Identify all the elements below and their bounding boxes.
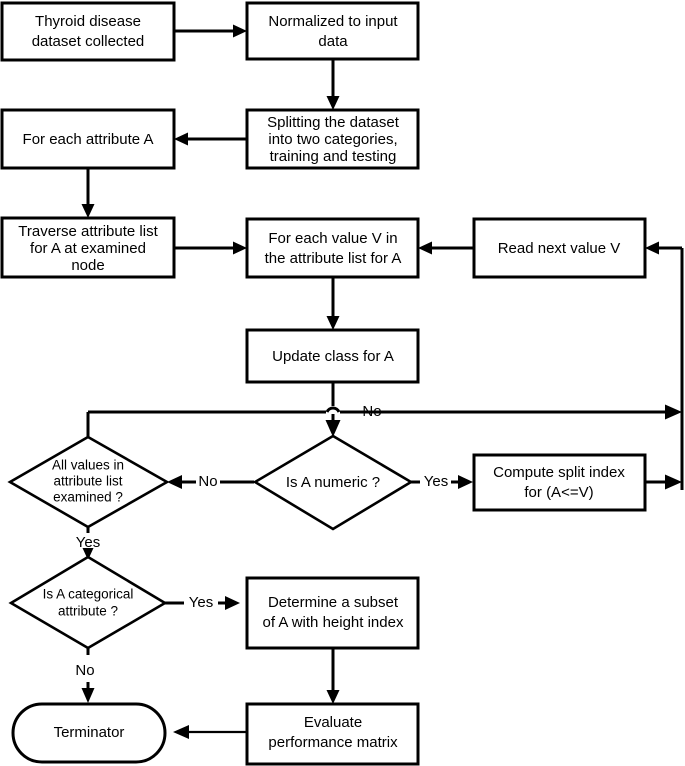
node-terminator[interactable]: Terminator	[11, 702, 167, 764]
node-thyroid-dataset-line1: Thyroid disease	[35, 13, 141, 30]
node-evaluate-performance-box[interactable]	[245, 702, 420, 766]
node-update-class[interactable]: Update class for A	[245, 328, 420, 384]
edge-traverse-to-for-each-value	[174, 241, 247, 255]
node-is-a-numeric-line1: Is A numeric ?	[286, 474, 380, 491]
node-is-a-categorical[interactable]: Is A categorical attribute ?	[8, 555, 168, 650]
node-evaluate-performance-line2: performance matrix	[268, 734, 398, 751]
edge-numeric-yes-to-compute: Yes	[411, 473, 473, 490]
node-normalized-input[interactable]: Normalized to input data	[245, 1, 420, 61]
node-is-a-numeric[interactable]: Is A numeric ?	[252, 434, 414, 531]
edge-categorical-yes-to-determine: Yes	[165, 594, 240, 611]
node-read-next-value[interactable]: Read next value V	[472, 217, 647, 279]
node-splitting-dataset-line1: Splitting the dataset	[267, 114, 400, 131]
node-traverse-line3: node	[71, 257, 104, 274]
node-splitting-dataset[interactable]: Splitting the dataset into two categorie…	[245, 108, 420, 170]
node-compute-split-index-line1: Compute split index	[493, 464, 625, 481]
edge-read-next-to-for-each-value	[418, 241, 473, 255]
edge-return-rail-to-read-next	[645, 241, 684, 490]
node-for-each-attribute[interactable]: For each attribute A	[0, 108, 176, 170]
node-update-class-box[interactable]	[245, 328, 420, 384]
node-normalized-input-line1: Normalized to input	[268, 13, 398, 30]
node-splitting-dataset-line2: into two categories,	[268, 131, 397, 148]
node-traverse-line2: for A at examined	[30, 240, 146, 257]
edge-for-each-value-to-update-class	[326, 277, 340, 330]
edge-categorical-no-to-terminator: No	[75, 648, 95, 703]
edge-normalized-to-splitting	[326, 59, 340, 110]
node-determine-subset[interactable]: Determine a subset of A with height inde…	[245, 576, 420, 650]
node-update-class-line1: Update class for A	[272, 348, 394, 365]
node-is-a-categorical-diamond[interactable]	[8, 555, 168, 650]
node-for-each-value-line2: the attribute list for A	[265, 250, 402, 267]
edge-evaluate-to-terminator	[173, 725, 247, 739]
node-thyroid-dataset-box[interactable]	[0, 1, 176, 62]
node-traverse-line1: Traverse attribute list	[18, 223, 158, 240]
node-determine-subset-line2: of A with height index	[263, 614, 404, 631]
node-thyroid-dataset[interactable]: Thyroid disease dataset collected	[0, 1, 176, 62]
node-all-values-examined[interactable]: All values in attribute list examined ?	[7, 435, 170, 529]
node-read-next-value-line1: Read next value V	[498, 240, 621, 257]
edge-label-categorical-no: No	[75, 662, 94, 679]
node-is-a-numeric-diamond[interactable]	[252, 434, 414, 531]
node-all-values-line3: examined ?	[53, 490, 123, 505]
node-normalized-input-box[interactable]	[245, 1, 420, 61]
edge-loop-no-rail: No	[86, 403, 682, 437]
edge-all-values-yes-to-categorical: Yes	[76, 527, 100, 560]
edge-label-numeric-no: No	[198, 473, 217, 490]
node-all-values-line2: attribute list	[53, 474, 122, 489]
edge-attribute-to-traverse	[81, 168, 95, 218]
node-compute-split-index-line2: for (A<=V)	[524, 484, 593, 501]
edge-splitting-to-for-each-attribute	[174, 132, 247, 146]
edge-label-all-values-yes: Yes	[76, 534, 100, 551]
node-for-each-value-line1: For each value V in	[268, 230, 397, 247]
node-traverse-attribute-list[interactable]: Traverse attribute list for A at examine…	[0, 216, 176, 279]
node-read-next-value-box[interactable]	[472, 217, 647, 279]
edge-dataset-to-normalized	[175, 24, 247, 38]
node-traverse-attribute-list-box[interactable]	[0, 216, 176, 279]
node-for-each-value-box[interactable]	[245, 217, 420, 279]
node-is-a-categorical-line2: attribute ?	[58, 604, 118, 619]
edge-label-loop-no: No	[362, 403, 381, 420]
edge-determine-to-evaluate	[326, 648, 340, 704]
node-thyroid-dataset-line2: dataset collected	[32, 33, 145, 50]
node-determine-subset-line1: Determine a subset	[268, 594, 399, 611]
edge-compute-to-return-rail	[645, 474, 682, 490]
edge-label-categorical-yes: Yes	[189, 594, 213, 611]
node-evaluate-performance-line1: Evaluate	[304, 714, 362, 731]
node-terminator-line1: Terminator	[54, 724, 125, 741]
node-evaluate-performance[interactable]: Evaluate performance matrix	[245, 702, 420, 766]
node-normalized-input-line2: data	[318, 33, 348, 50]
node-terminator-shape[interactable]	[11, 702, 167, 764]
edge-update-class-to-is-numeric	[325, 382, 341, 437]
node-all-values-line1: All values in	[52, 458, 124, 473]
node-determine-subset-box[interactable]	[245, 576, 420, 650]
node-splitting-dataset-box[interactable]	[245, 108, 420, 170]
node-all-values-examined-diamond[interactable]	[7, 435, 170, 529]
node-compute-split-index[interactable]: Compute split index for (A<=V)	[472, 453, 647, 512]
node-for-each-attribute-line1: For each attribute A	[23, 131, 154, 148]
node-for-each-attribute-box[interactable]	[0, 108, 176, 170]
edge-label-numeric-yes: Yes	[424, 473, 448, 490]
node-splitting-dataset-line3: training and testing	[270, 148, 397, 165]
edge-numeric-no-to-all-values: No	[167, 473, 254, 490]
node-is-a-categorical-line1: Is A categorical	[43, 587, 134, 602]
node-for-each-value[interactable]: For each value V in the attribute list f…	[245, 217, 420, 279]
node-compute-split-index-box[interactable]	[472, 453, 647, 512]
